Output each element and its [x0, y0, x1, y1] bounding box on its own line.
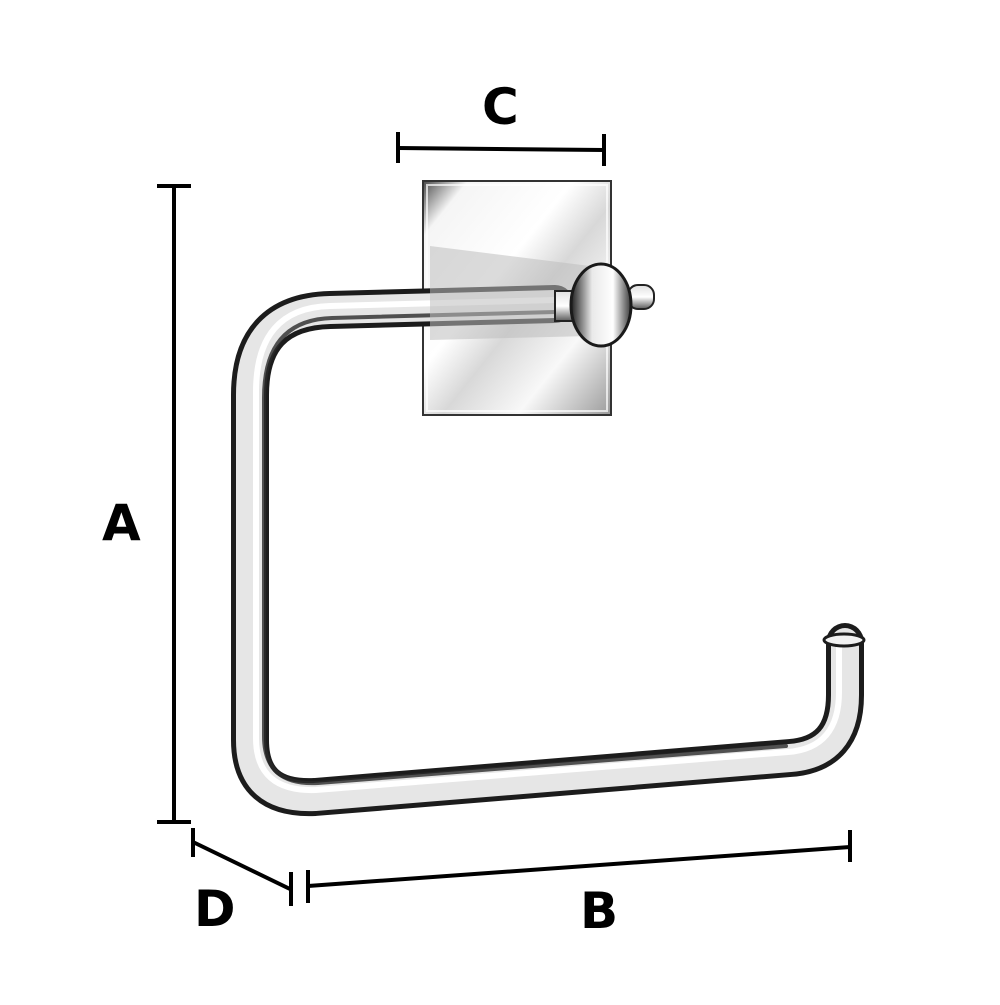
dimension-c-line — [396, 132, 606, 166]
dimension-c-label: C — [482, 78, 519, 136]
dimension-a-line — [157, 184, 191, 824]
dimension-b-line — [306, 830, 852, 903]
dimension-b-label: B — [580, 882, 619, 940]
dimension-d-label: D — [194, 880, 236, 938]
holder-arm — [231, 285, 866, 817]
dimension-d-line — [191, 828, 293, 906]
holder-bracket — [430, 246, 655, 348]
dimension-a-label: A — [102, 494, 141, 552]
